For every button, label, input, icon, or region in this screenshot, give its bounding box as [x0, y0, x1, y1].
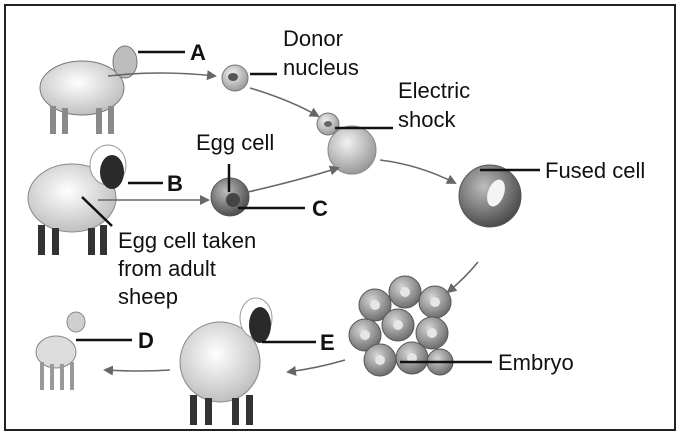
label-b: B [167, 171, 183, 196]
label-embryo: Embryo [498, 350, 574, 375]
label-fused-cell: Fused cell [545, 158, 645, 183]
lamb-d-icon [36, 312, 85, 390]
label-e: E [320, 330, 335, 355]
label-donor-nucleus-line2: nucleus [283, 55, 359, 80]
sheep-a-icon [40, 46, 137, 134]
sheep-e-icon [180, 298, 272, 425]
label-donor-nucleus-line1: Donor [283, 26, 343, 51]
label-electric-shock-line2: shock [398, 107, 456, 132]
label-a: A [190, 40, 206, 65]
arrow-nucleus-to-egg [250, 88, 318, 116]
label-c: C [312, 196, 328, 221]
label-electric-shock-line1: Electric [398, 78, 470, 103]
arrow-embryo-to-sheep [288, 360, 345, 372]
arrow-fused-to-embryo [448, 262, 478, 292]
enucleated-egg-icon [317, 113, 376, 174]
arrow-sheep-to-lamb [105, 370, 170, 371]
label-d: D [138, 328, 154, 353]
arrow-egg-to-shock [248, 168, 338, 192]
donor-nucleus-cell-icon [222, 65, 248, 91]
label-egg-taken-line1: Egg cell taken [118, 228, 256, 253]
label-egg-taken-line3: sheep [118, 284, 178, 309]
fused-cell-icon [459, 165, 521, 227]
arrow-shock-to-fused [380, 160, 455, 183]
label-egg-taken-line2: from adult [118, 256, 216, 281]
label-egg-cell: Egg cell [196, 130, 274, 155]
